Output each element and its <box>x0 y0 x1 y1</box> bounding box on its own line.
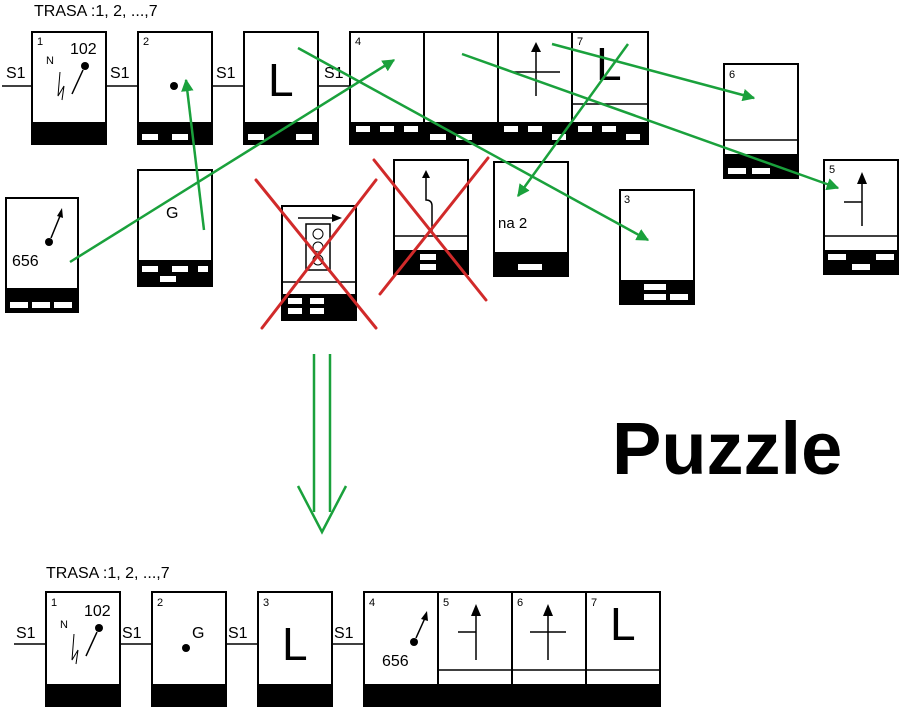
north-label: N <box>46 55 54 67</box>
result-card-1: 1 N 102 <box>45 591 121 707</box>
card-letter: L <box>282 618 308 670</box>
move-arrow <box>181 78 206 231</box>
control-point-icon <box>45 238 53 246</box>
control-point-icon <box>170 82 178 90</box>
arrow-up-icon <box>857 172 867 184</box>
card-number: 5 <box>443 597 449 609</box>
card-number: 1 <box>37 36 43 48</box>
move-arrow <box>297 46 650 242</box>
control-value: 656 <box>12 253 39 270</box>
control-point-icon <box>95 624 103 632</box>
card-letter: G <box>166 205 178 222</box>
result-card-2: 2 G <box>151 591 227 707</box>
top-card-3: L <box>243 31 319 145</box>
control-point-icon <box>410 638 418 646</box>
move-arrow <box>516 43 630 198</box>
card-number: 7 <box>591 597 597 609</box>
card-number: 7 <box>577 36 583 48</box>
arrow-up-icon <box>471 604 481 616</box>
north-arrow-icon <box>71 633 79 665</box>
card-number: 2 <box>143 36 149 48</box>
card-number: 3 <box>624 194 630 206</box>
card-number: 5 <box>829 164 835 176</box>
start-label: S1 <box>122 625 142 642</box>
start-label: S1 <box>6 65 26 82</box>
cross-icon <box>378 156 490 296</box>
move-arrow <box>551 42 756 102</box>
start-label: S1 <box>110 65 130 82</box>
cross-icon <box>260 178 378 330</box>
control-value: 656 <box>382 653 409 670</box>
start-label: S1 <box>228 625 248 642</box>
move-arrow <box>461 52 840 191</box>
loose-card-5: 5 <box>823 159 899 275</box>
start-label: S1 <box>334 625 354 642</box>
card-note: na 2 <box>498 215 527 232</box>
arrow-right-icon <box>332 214 342 222</box>
arrow-up-icon <box>531 42 541 52</box>
card-letter: G <box>192 625 204 642</box>
result-double-arrow <box>296 354 348 535</box>
control-value: 102 <box>84 603 111 620</box>
start-label: S1 <box>16 625 36 642</box>
loose-card-6: 6 <box>723 63 799 179</box>
cross-icon <box>254 178 378 330</box>
card-number: 4 <box>369 597 375 609</box>
card-number: 3 <box>263 597 269 609</box>
result-card-3: 3 L <box>257 591 333 707</box>
loose-card-na2: na 2 <box>493 161 569 277</box>
card-number: 2 <box>157 597 163 609</box>
card-letter: L <box>610 598 636 650</box>
discarded-card-traffic-light <box>281 205 357 321</box>
red-cross-marks <box>254 156 490 330</box>
control-value: 102 <box>70 41 97 58</box>
arrow-icon <box>421 611 428 621</box>
loose-card-g: G <box>137 169 213 287</box>
bend-arrow-icon <box>425 176 433 232</box>
discarded-card-bend <box>393 159 469 275</box>
north-arrow-icon <box>57 71 65 101</box>
arrow-up-icon <box>543 604 553 616</box>
heading-word: Puzzle <box>612 407 842 490</box>
card-number: 6 <box>729 69 735 81</box>
move-arrow <box>69 58 396 264</box>
top-card-1: 1 N 102 <box>31 31 107 145</box>
start-label: S1 <box>216 65 236 82</box>
loose-card-656: 656 <box>5 197 79 313</box>
card-letter: L <box>268 54 294 106</box>
top-card-strip: 4 7 L <box>349 31 649 145</box>
card-number: 1 <box>51 597 57 609</box>
control-point-icon <box>81 62 89 70</box>
card-number: 4 <box>355 36 361 48</box>
route-title-top: TRASA :1, 2, ...,7 <box>34 3 158 20</box>
green-move-arrows <box>69 42 840 264</box>
loose-card-3: 3 <box>619 189 695 305</box>
card-number: 6 <box>517 597 523 609</box>
top-card-2: 2 <box>137 31 213 145</box>
control-point-icon <box>182 644 190 652</box>
route-title-bottom: TRASA :1, 2, ...,7 <box>46 565 170 582</box>
arrow-icon <box>57 208 63 218</box>
result-card-strip: 4 5 6 7 656 L <box>363 591 661 707</box>
north-label: N <box>60 619 68 631</box>
